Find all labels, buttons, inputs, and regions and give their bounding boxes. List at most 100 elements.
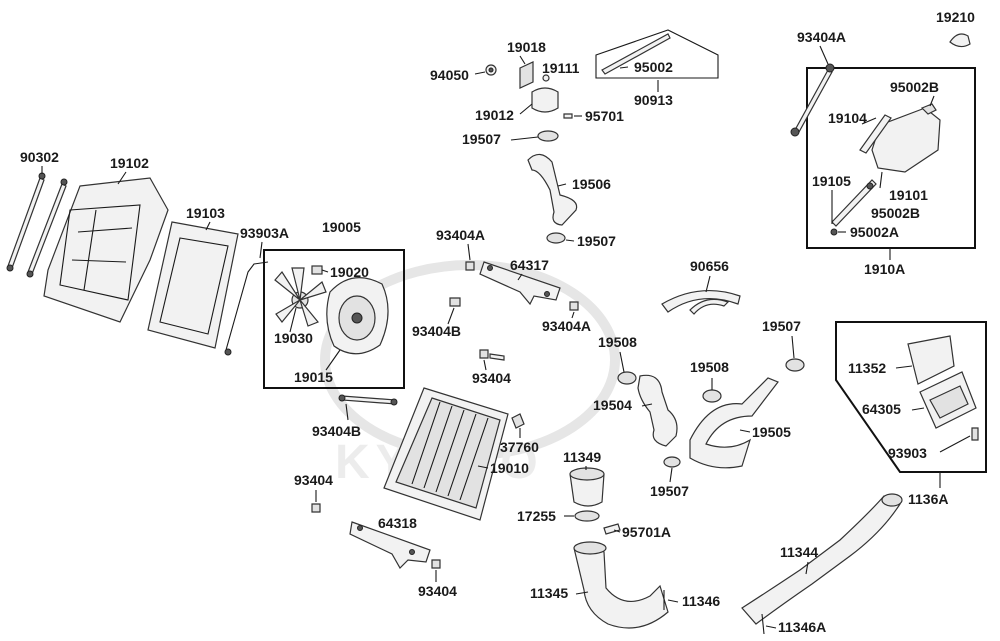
thermostat-housing — [531, 87, 559, 113]
label-19111: 19111 — [542, 60, 580, 76]
label-19018: 19018 — [507, 39, 546, 55]
hose-box — [595, 29, 719, 79]
hose-95002 — [601, 33, 671, 75]
bolt-93404-b — [311, 503, 321, 513]
hose-19104 — [859, 114, 892, 154]
label-95002B-mid: 95002B — [871, 205, 920, 221]
bracket-64317 — [479, 261, 561, 306]
hose-19505 — [689, 377, 779, 469]
bolt-93404A-low — [569, 301, 579, 311]
clamp-17255 — [574, 510, 600, 522]
clamp-19507-a — [537, 130, 559, 142]
label-19507-c: 19507 — [762, 318, 801, 334]
label-93404A-low: 93404A — [542, 318, 591, 334]
spring-93903A — [225, 261, 269, 351]
label-93404B-b: 93404B — [312, 423, 361, 439]
hose-11345 — [573, 544, 669, 629]
label-19508-b: 19508 — [690, 359, 729, 375]
cover-19102 — [43, 177, 169, 323]
hose-11344 — [741, 495, 901, 625]
label-93404-c: 93404 — [418, 583, 457, 599]
cover-box — [835, 321, 987, 473]
label-95002A: 95002A — [850, 224, 899, 240]
label-19504: 19504 — [593, 397, 632, 413]
label-90302: 90302 — [20, 149, 59, 165]
label-90913: 90913 — [634, 92, 673, 108]
clip-11346A — [761, 613, 765, 635]
screen-19103 — [147, 221, 239, 349]
label-94050: 94050 — [430, 67, 469, 83]
label-64305: 64305 — [862, 401, 901, 417]
motor-19020 — [311, 265, 323, 275]
label-19506: 19506 — [572, 176, 611, 192]
label-19507-d: 19507 — [650, 483, 689, 499]
hose-19105 — [831, 179, 877, 227]
bolt-93404-a — [479, 349, 489, 359]
label-19015: 19015 — [294, 369, 333, 385]
thermostat-group: 19018 19111 94050 19012 95701 95002 9091… — [430, 29, 719, 249]
label-19105: 19105 — [812, 173, 851, 189]
label-64318: 64318 — [378, 515, 417, 531]
reservoir-box — [806, 67, 976, 249]
bolt-93404A-top — [794, 69, 833, 133]
clamp-19507-c — [785, 358, 805, 372]
hose-19504 — [637, 374, 678, 447]
label-19005: 19005 — [322, 219, 361, 235]
label-17255: 17255 — [517, 508, 556, 524]
reservoir-group: 19210 93404A 95002B 19104 19105 19101 95… — [790, 9, 976, 277]
label-93404A-mid: 93404A — [436, 227, 485, 243]
label-11352: 11352 — [848, 360, 886, 376]
label-19102: 19102 — [110, 155, 149, 171]
reservoir-tank — [871, 107, 941, 173]
label-19104: 19104 — [828, 110, 867, 126]
label-11346: 11346 — [682, 593, 720, 609]
clamp-95701 — [563, 113, 573, 119]
label-93404-a: 93404 — [472, 370, 511, 386]
label-11344: 11344 — [780, 544, 818, 560]
bolt-93404B-b — [341, 395, 397, 405]
hose-group-mid: 90656 19508 19504 19508 19507 19505 1950… — [593, 258, 805, 499]
label-95002: 95002 — [634, 59, 673, 75]
label-19012: 19012 — [475, 107, 514, 123]
label-19030: 19030 — [274, 330, 313, 346]
label-19505: 19505 — [752, 424, 791, 440]
label-19101: 19101 — [889, 187, 928, 203]
label-90656: 90656 — [690, 258, 729, 274]
label-93903A: 93903A — [240, 225, 289, 241]
clamp-95701A — [603, 523, 621, 535]
clamp-19507-b — [546, 232, 566, 244]
label-19010: 19010 — [490, 460, 529, 476]
label-11349: 11349 — [563, 449, 601, 465]
radiator-group: 93404B 37760 19010 — [312, 387, 539, 521]
label-93903: 93903 — [888, 445, 927, 461]
label-93404-b: 93404 — [294, 472, 333, 488]
label-95701: 95701 — [585, 108, 624, 124]
label-1910A: 1910A — [864, 261, 905, 277]
bracket-64317-group: 93404A 64317 93404B 93404A 93404 — [412, 227, 591, 386]
label-1136A: 1136A — [908, 491, 948, 507]
sensor-37760 — [511, 413, 525, 429]
label-95701A: 95701A — [622, 524, 671, 540]
fan-box — [263, 249, 405, 389]
clamp-19507-d — [663, 456, 681, 468]
label-11346A: 11346A — [778, 619, 826, 635]
label-19020: 19020 — [330, 264, 369, 280]
bracket-64318 — [349, 521, 431, 569]
clip-90656 — [661, 289, 741, 313]
label-19508-a: 19508 — [598, 334, 637, 350]
hose-19506 — [527, 153, 578, 226]
bracket-64318-group: 93404 64318 93404 — [294, 472, 457, 599]
clamp-19508-b — [702, 389, 722, 403]
fan-group: 19005 19020 19030 19015 — [263, 219, 405, 389]
cover-1136A-group: 11352 64305 93903 1136A — [835, 321, 987, 507]
label-19103: 19103 — [186, 205, 225, 221]
label-19210: 19210 — [936, 9, 975, 25]
label-37760: 37760 — [500, 439, 539, 455]
bolt-93404-c — [431, 559, 441, 569]
intake-group: 11349 17255 95701A 11344 11345 11346 113… — [517, 449, 903, 635]
cap-19210 — [949, 33, 971, 48]
bracket-19018 — [519, 61, 534, 89]
label-93404B-a: 93404B — [412, 323, 461, 339]
bolt-93404B-a — [449, 297, 461, 307]
